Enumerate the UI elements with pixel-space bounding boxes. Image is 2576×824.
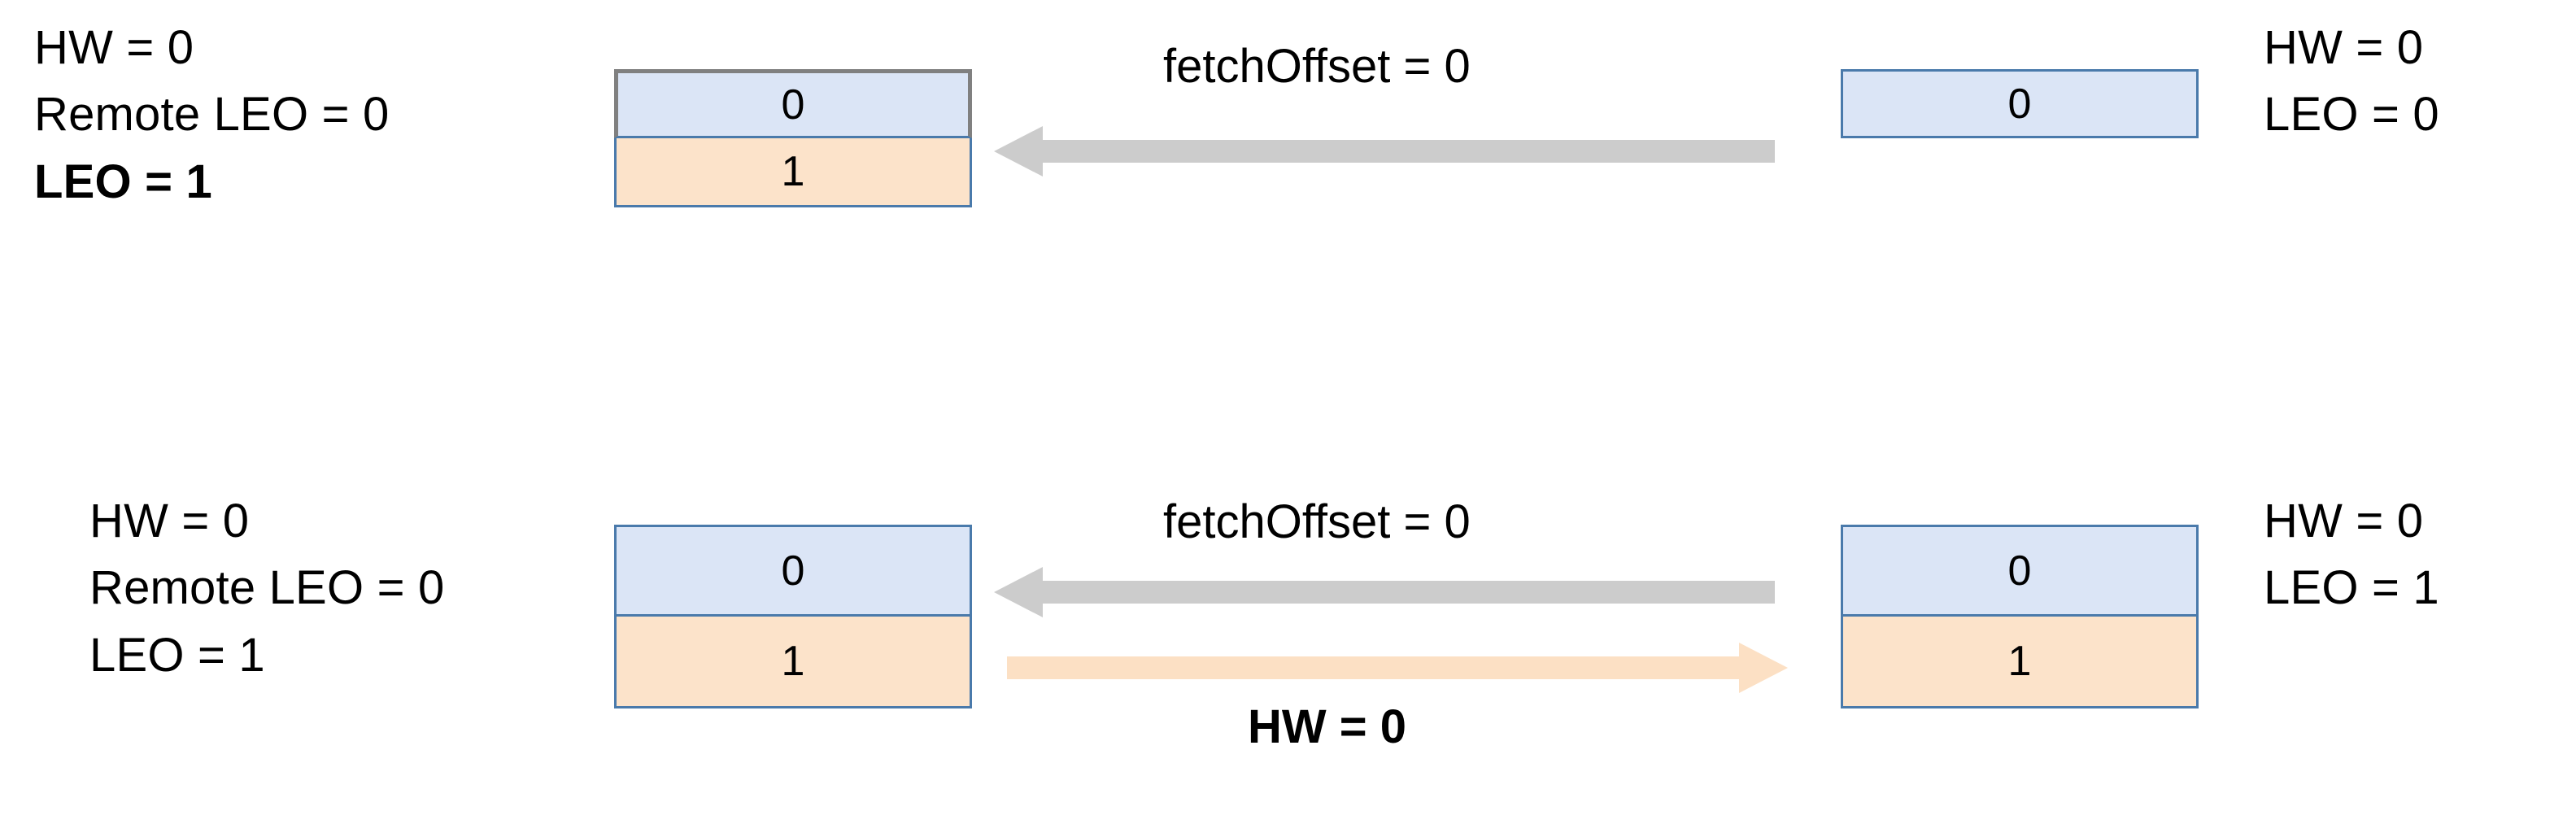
bottom-follower-hw-line: HW = 0 [2264,495,2424,547]
top-leader-state-label: HW = 0 Remote LEO = 0 LEO = 1 [34,15,389,216]
bottom-leader-leo-line: LEO = 1 [89,628,265,682]
top-leader-log-cell-1: 1 [614,138,972,207]
bottom-follower-state-label: HW = 0 LEO = 1 [2264,488,2439,622]
top-leader-log-box: 0 1 [614,69,972,207]
bottom-follower-log-box: 0 1 [1841,525,2199,708]
top-follower-state-label: HW = 0 LEO = 0 [2264,15,2439,149]
bottom-fetch-response-arrow-right-icon [1007,643,1788,693]
bottom-fetch-response-caption: HW = 0 [1248,700,1406,753]
top-leader-hw-line: HW = 0 [34,21,194,74]
top-follower-leo-line: LEO = 0 [2264,88,2439,142]
bottom-leader-log-cell-0: 0 [614,525,972,617]
bottom-leader-remote-leo-line: Remote LEO = 0 [89,561,445,615]
bottom-leader-log-box: 0 1 [614,525,972,708]
bottom-fetch-request-caption: fetchOffset = 0 [1163,495,1471,548]
bottom-follower-log-cell-0: 0 [1841,525,2199,617]
top-fetch-request-caption: fetchOffset = 0 [1163,40,1471,93]
top-follower-log-box: 0 [1841,69,2199,138]
top-leader-remote-leo-line: Remote LEO = 0 [34,88,390,142]
bottom-leader-log-cell-1: 1 [614,617,972,708]
bottom-leader-hw-line: HW = 0 [89,495,250,547]
top-leader-log-cell-0: 0 [614,69,972,138]
top-follower-hw-line: HW = 0 [2264,21,2424,74]
top-leader-leo-line: LEO = 1 [34,155,212,208]
bottom-follower-leo-line: LEO = 1 [2264,561,2439,615]
top-fetch-request-arrow-left-icon [994,126,1775,177]
bottom-leader-state-label: HW = 0 Remote LEO = 0 LEO = 1 [89,488,444,689]
bottom-fetch-request-arrow-left-icon [994,567,1775,617]
top-follower-log-cell-0: 0 [1841,69,2199,138]
bottom-follower-log-cell-1: 1 [1841,617,2199,708]
